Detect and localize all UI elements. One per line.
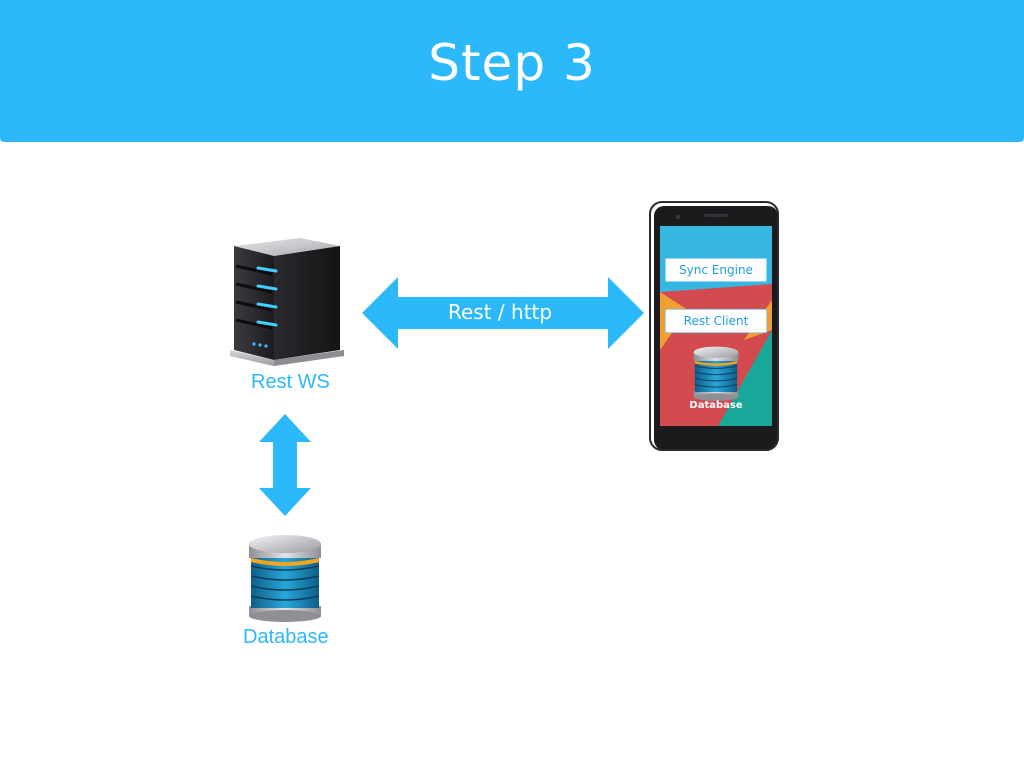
phone-database-label: Database xyxy=(689,400,743,411)
database-label: Database xyxy=(243,626,329,648)
server-icon xyxy=(230,238,344,366)
double-arrow-horizontal-icon xyxy=(362,277,644,349)
sync-engine-box: Sync Engine xyxy=(665,258,767,282)
slide-title: Step 3 xyxy=(428,34,596,92)
database-icon xyxy=(249,535,321,622)
rest-client-box: Rest Client xyxy=(665,309,767,333)
connection-label: Rest / http xyxy=(448,300,553,324)
phone-database-icon xyxy=(693,346,739,401)
double-arrow-vertical-icon xyxy=(259,414,311,516)
slide-header: Step 3 xyxy=(0,0,1024,142)
server-label: Rest WS xyxy=(251,371,330,393)
